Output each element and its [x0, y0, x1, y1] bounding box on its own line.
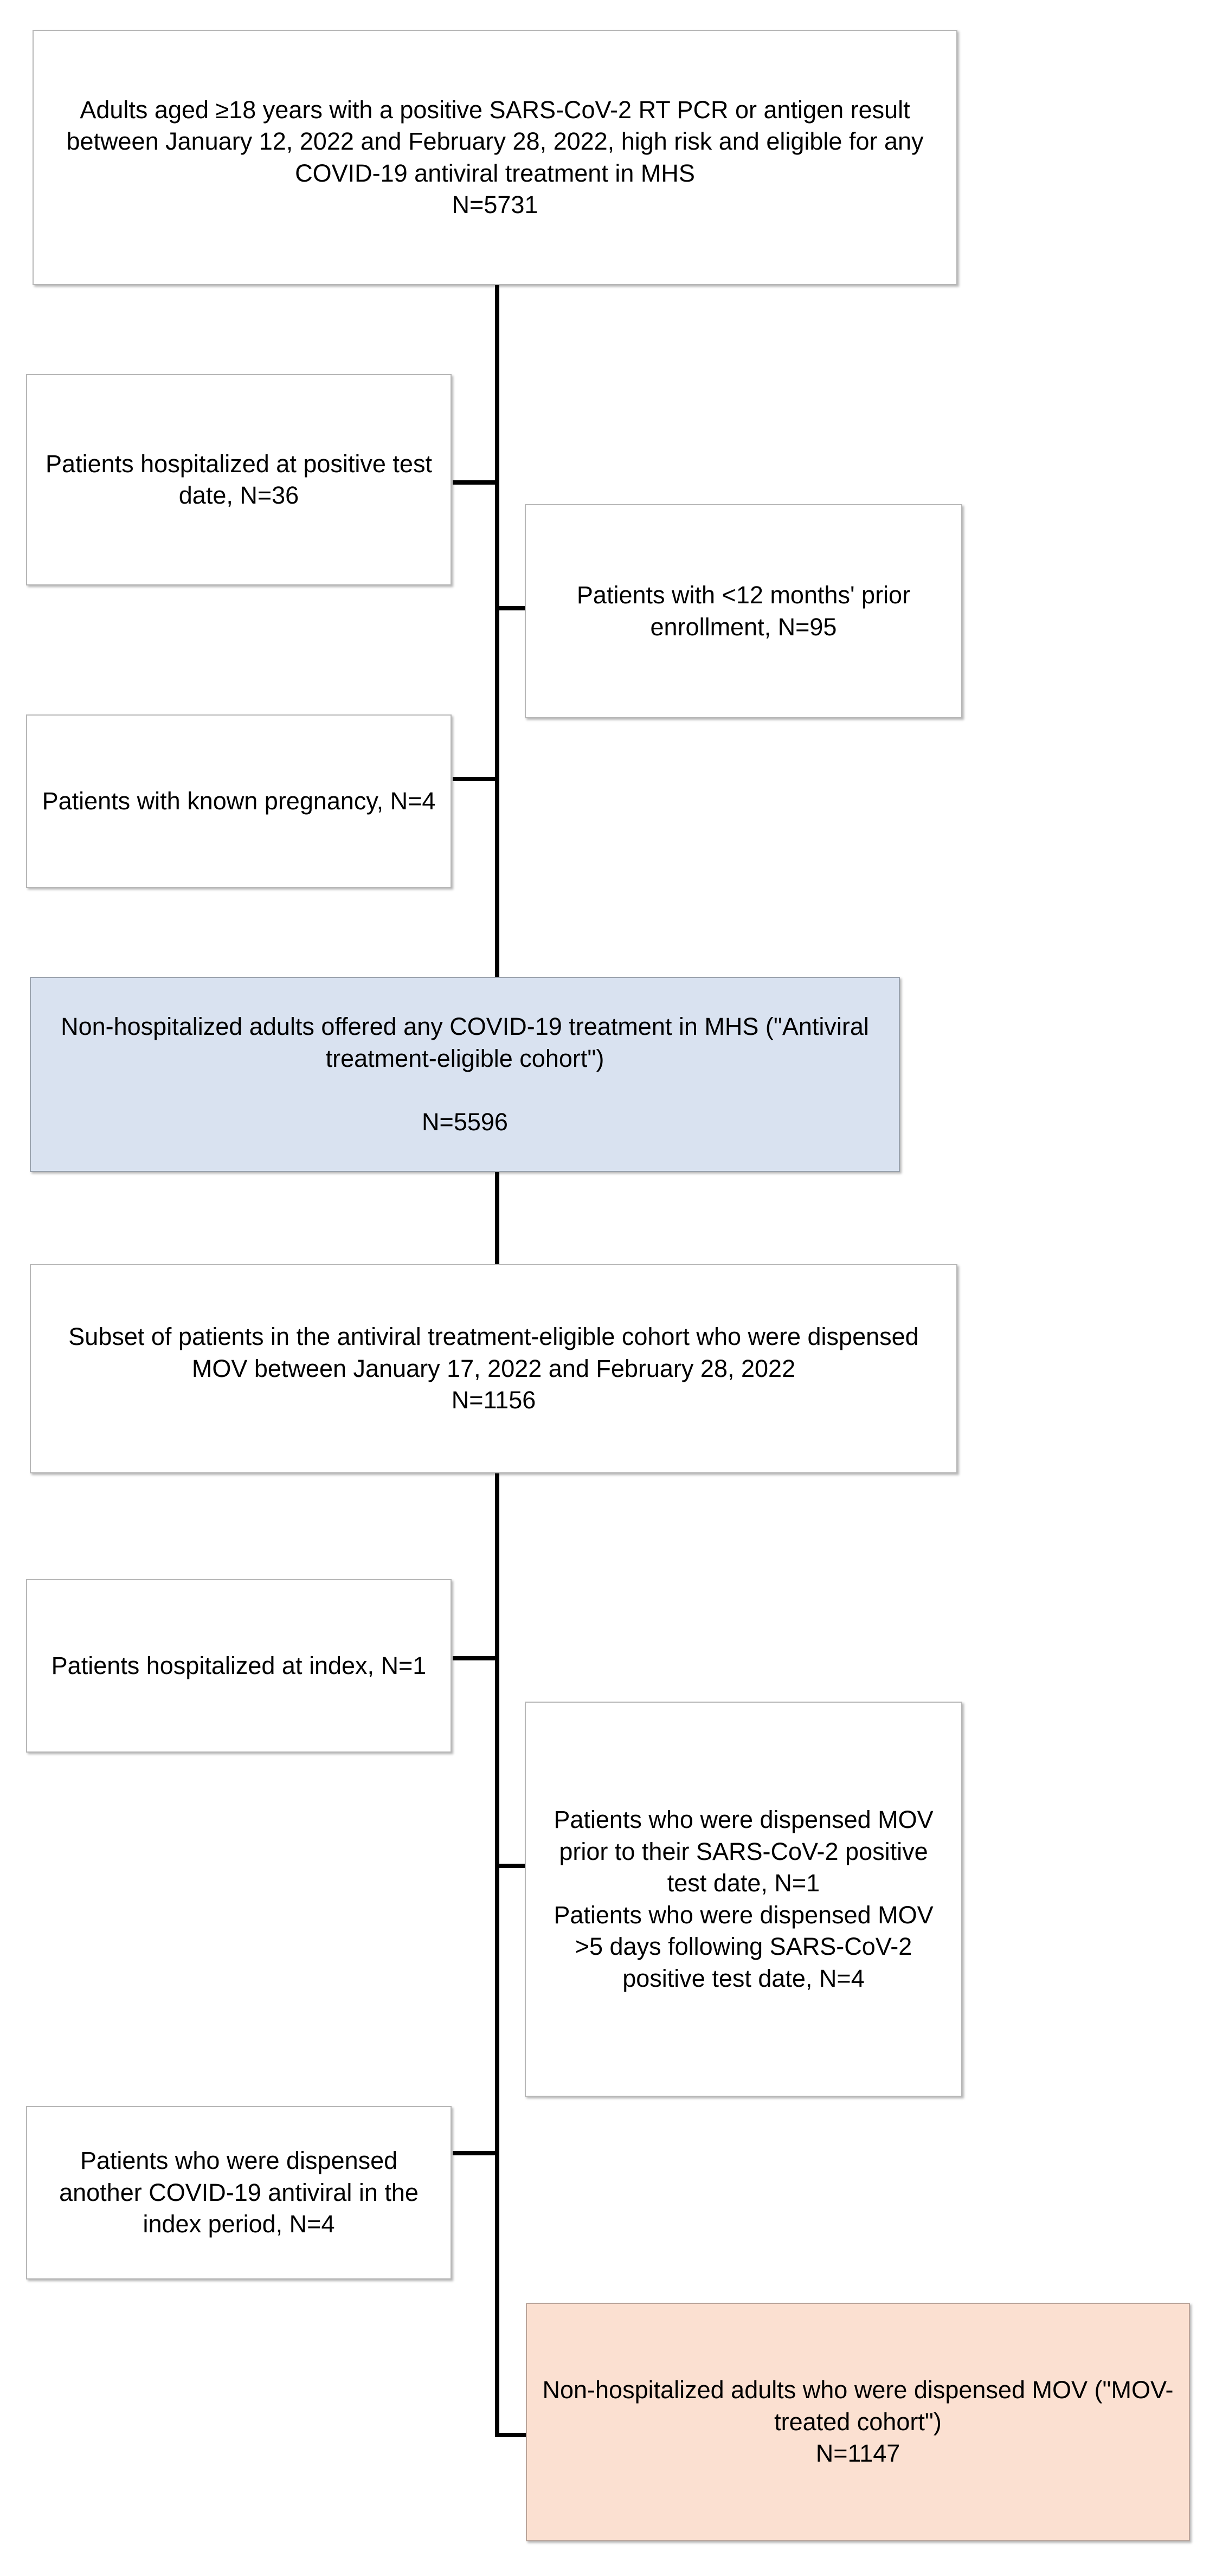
node-exclusion-known-pregnancy-text: Patients with known pregnancy, N=4	[42, 787, 436, 815]
connector-branch-hospitalized-positive-test	[453, 480, 499, 485]
node-mov-subset: Subset of patients in the antiviral trea…	[30, 1264, 957, 1473]
node-exclusion-other-antiviral: Patients who were dispensed another COVI…	[26, 2106, 452, 2279]
connector-branch-hospitalized-index	[453, 1656, 499, 1660]
node-antiviral-eligible-cohort: Non-hospitalized adults offered any COVI…	[30, 977, 900, 1172]
node-mov-treated-cohort-text: Non-hospitalized adults who were dispens…	[542, 2376, 1174, 2468]
connector-elbow-to-treated-cohort	[495, 2433, 555, 2437]
node-exclusion-lt12-months-enrollment-text: Patients with <12 months' prior enrollme…	[576, 581, 911, 641]
connector-branch-lt12-months	[495, 606, 552, 610]
node-exclusion-hospitalized-index-text: Patients hospitalized at index, N=1	[51, 1651, 427, 1679]
node-exclusion-hospitalized-positive-test-text: Patients hospitalized at positive test d…	[46, 449, 432, 510]
node-exclusion-hospitalized-positive-test: Patients hospitalized at positive test d…	[26, 374, 452, 585]
node-exclusion-mov-timing: Patients who were dispensed MOV prior to…	[525, 1702, 962, 2097]
node-exclusion-hospitalized-index: Patients hospitalized at index, N=1	[26, 1579, 452, 1753]
connector-branch-pregnancy	[453, 777, 499, 781]
node-exclusion-known-pregnancy: Patients with known pregnancy, N=4	[26, 714, 452, 888]
connector-trunk-lower	[495, 1473, 499, 2437]
node-exclusion-mov-timing-text: Patients who were dispensed MOV prior to…	[554, 1806, 934, 1992]
node-exclusion-other-antiviral-text: Patients who were dispensed another COVI…	[59, 2147, 419, 2238]
node-source-population-text: Adults aged ≥18 years with a positive SA…	[66, 95, 924, 219]
node-mov-subset-text: Subset of patients in the antiviral trea…	[68, 1323, 919, 1414]
node-source-population: Adults aged ≥18 years with a positive SA…	[33, 30, 957, 285]
connector-branch-other-antiviral	[453, 2151, 499, 2155]
connector-trunk-upper	[495, 285, 499, 977]
node-antiviral-eligible-cohort-text: Non-hospitalized adults offered any COVI…	[61, 1013, 869, 1136]
connector-trunk-eligible-to-subset	[495, 1172, 499, 1264]
node-mov-treated-cohort: Non-hospitalized adults who were dispens…	[526, 2303, 1190, 2541]
node-exclusion-lt12-months-enrollment: Patients with <12 months' prior enrollme…	[525, 504, 962, 718]
